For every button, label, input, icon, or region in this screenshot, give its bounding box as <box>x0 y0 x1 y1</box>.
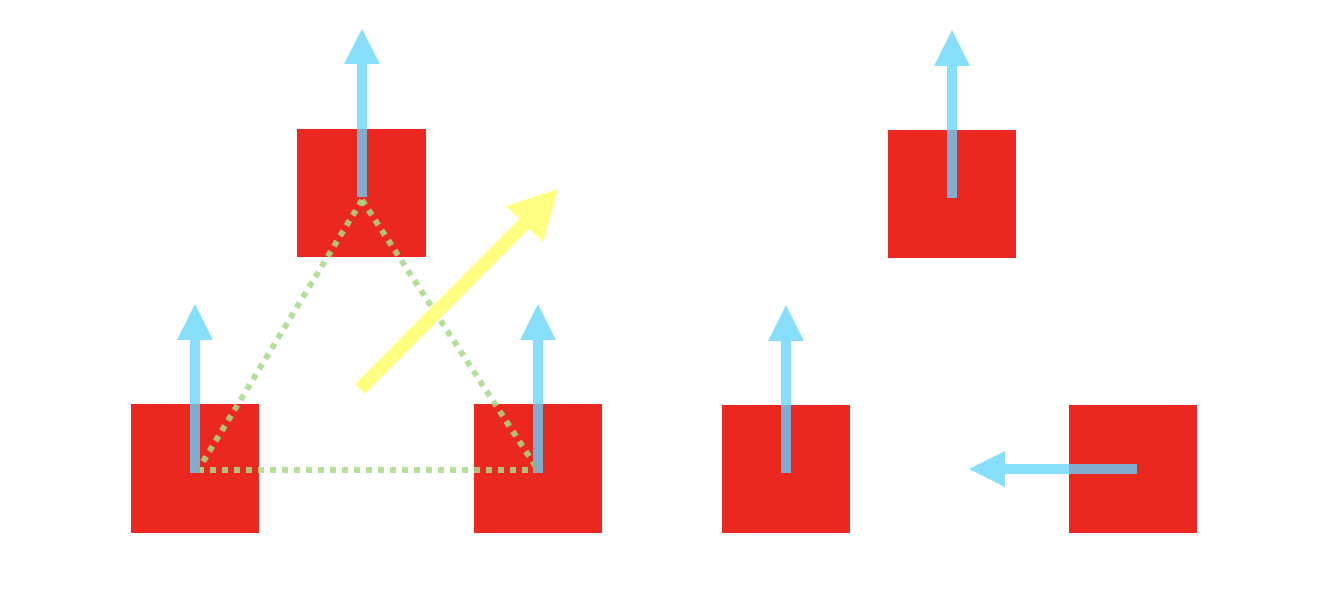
net-vector-arrow <box>355 189 558 394</box>
vector-overlap-shading <box>190 129 1137 474</box>
formation-triangle <box>195 198 541 473</box>
formation-edge-left <box>195 198 365 472</box>
formation-edge-right <box>359 198 541 472</box>
